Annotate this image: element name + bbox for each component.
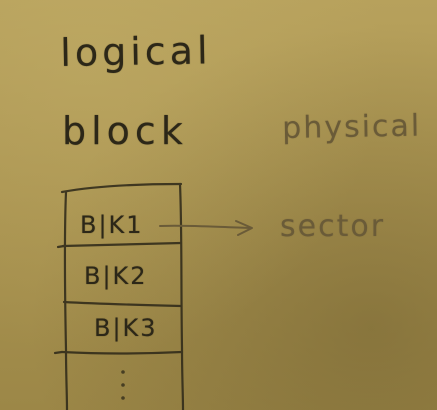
block-label: block (62, 109, 188, 153)
arrow-to-sector (159, 220, 253, 236)
stack-left-edge (63, 190, 69, 410)
stack-top-edge (60, 182, 183, 194)
block-divider-3 (60, 350, 184, 355)
tick-1 (56, 244, 66, 249)
tick-2 (53, 350, 64, 355)
block-1-label: B|K1 (80, 211, 144, 239)
block-divider-1 (61, 241, 183, 248)
sector-label: sector (280, 209, 386, 244)
block-divider-2 (62, 300, 183, 308)
stack-right-edge (178, 182, 185, 410)
continuation-dots (121, 370, 125, 400)
block-2-label: B|K2 (84, 262, 148, 290)
block-3-label: B|K3 (94, 314, 158, 342)
